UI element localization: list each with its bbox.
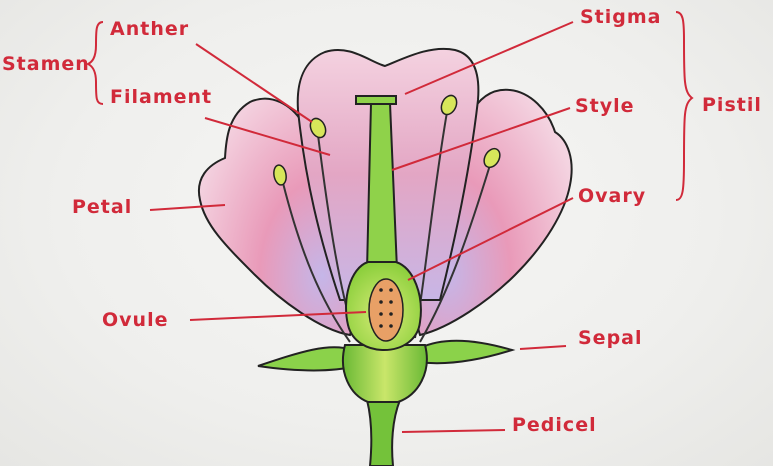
ovule-chamber	[368, 278, 404, 342]
label-anther: Anther	[110, 18, 190, 40]
leader-lines	[85, 11, 694, 433]
label-pistil: Pistil	[702, 94, 762, 116]
label-filament: Filament	[110, 86, 213, 108]
label-stamen: Stamen	[2, 53, 90, 75]
pedicel-stalk	[365, 399, 402, 466]
stigma	[355, 95, 397, 105]
ovules	[379, 288, 393, 328]
label-ovary: Ovary	[578, 185, 647, 207]
sepal-right	[416, 339, 516, 365]
label-ovule: Ovule	[102, 309, 169, 331]
label-pedicel: Pedicel	[512, 414, 597, 436]
label-stigma: Stigma	[580, 6, 662, 28]
label-style: Style	[575, 95, 635, 117]
label-petal: Petal	[72, 196, 133, 218]
anthers	[273, 94, 501, 186]
sepal-left	[257, 346, 358, 372]
label-sepal: Sepal	[578, 327, 643, 349]
receptacle	[342, 344, 428, 403]
